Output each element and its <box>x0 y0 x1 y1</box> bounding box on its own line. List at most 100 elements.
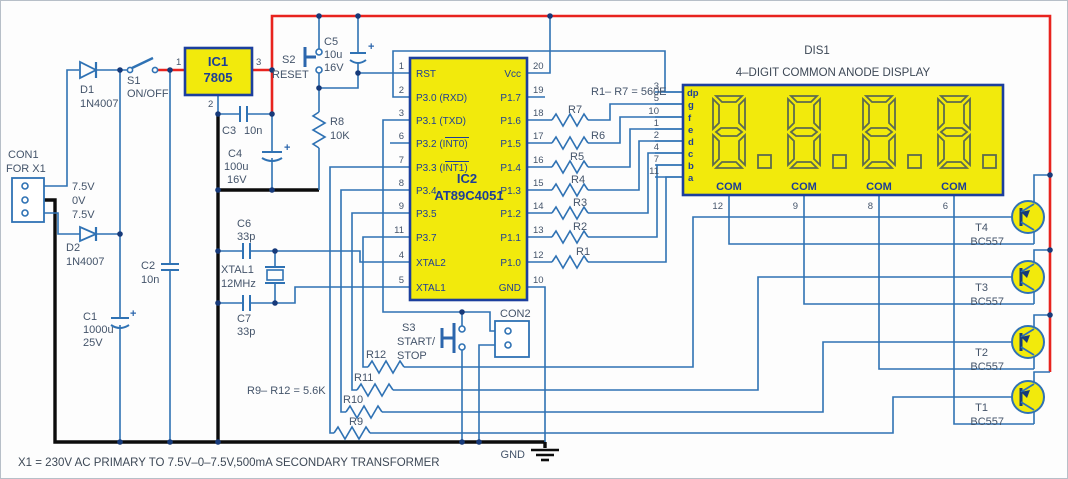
resistor-r1-icon <box>551 254 589 270</box>
c3-name-label: C3 <box>222 125 236 137</box>
ic2-pin-label: P3.2 (INT0) <box>416 139 468 150</box>
resistor-r6-icon <box>551 135 589 151</box>
r2-label: R2 <box>573 221 587 233</box>
xtal1-crystal-icon <box>265 266 285 284</box>
com-pin-number: 12 <box>712 201 723 212</box>
ic2-pin-label: P1.2 <box>500 209 521 220</box>
s3-start-label: START/ <box>397 336 436 348</box>
r9-label: R9 <box>349 416 363 428</box>
s1-switch-icon <box>126 56 159 74</box>
junction-dots <box>117 13 1053 445</box>
t4-name-label: T4 <box>975 222 988 234</box>
resistor-r3-icon <box>551 205 589 221</box>
com-label: COM <box>866 181 892 193</box>
ic2-pin-number: 8 <box>399 178 404 189</box>
c6-name-label: C6 <box>237 218 251 230</box>
t2-name-label: T2 <box>975 347 988 359</box>
ic2-pin-label: RST <box>416 69 436 80</box>
c4-capacitor-icon <box>261 151 283 162</box>
ic1-pin3-number: 3 <box>256 57 261 68</box>
r8-value-label: 10K <box>330 130 350 142</box>
r4-label: R4 <box>571 174 585 186</box>
c7-capacitor-icon <box>242 295 251 311</box>
seg-letter: g <box>688 100 694 111</box>
seg-letter: e <box>688 125 693 136</box>
seg-pin-number: 10 <box>648 106 659 117</box>
com-label: COM <box>716 181 742 193</box>
con1-connector <box>11 177 45 223</box>
dis1-name-label: DIS1 <box>804 45 830 57</box>
com-pin-number: 6 <box>943 201 948 212</box>
c3-capacitor-icon <box>239 106 248 122</box>
ic2-pin-number: 2 <box>399 85 404 96</box>
com-label: COM <box>941 181 967 193</box>
r11-label: R11 <box>354 372 373 384</box>
d1-diode-icon <box>79 60 99 80</box>
ic2-part-label: AT89C4051 <box>434 188 503 203</box>
t1-name-label: T1 <box>975 402 988 414</box>
resistor-r2-icon <box>551 229 589 245</box>
c1-value-label: 1000u <box>83 324 114 336</box>
r6-label: R6 <box>591 130 605 142</box>
s1-name-label: S1 <box>127 75 140 87</box>
c6-capacitor-icon <box>242 243 251 259</box>
c4-name-label: C4 <box>228 148 242 160</box>
ic2-pin-label: P3.3 (INT1) <box>416 163 468 174</box>
r1-label: R1 <box>576 246 590 258</box>
c5-capacitor-icon <box>349 52 367 64</box>
ic1-name-label: IC1 <box>208 54 228 69</box>
ic2-pin-number: 10 <box>533 275 544 286</box>
c3-value-label: 10n <box>244 125 262 137</box>
c1-capacitor-icon <box>110 317 130 329</box>
con1-v2-label: 0V <box>72 195 86 207</box>
seg-letter: c <box>688 149 693 160</box>
ic2-pin-label: P1.3 <box>500 186 521 197</box>
con2-label: CON2 <box>500 308 531 320</box>
d1-name-label: D1 <box>80 84 94 96</box>
con2-connector <box>494 320 530 358</box>
wire-routing <box>44 16 1050 442</box>
transistor-t2 <box>1011 325 1045 359</box>
resistor-r7-icon <box>551 112 589 128</box>
t4-part-label: BC557 <box>970 236 1004 248</box>
d2-part-label: 1N4007 <box>66 256 105 268</box>
t2-part-label: BC557 <box>970 361 1004 373</box>
ic2-pin-label: P1.1 <box>500 233 521 244</box>
seg-letter: a <box>688 173 694 184</box>
c2-value-label: 10n <box>141 274 159 286</box>
ic2-pin-number: 9 <box>399 201 404 212</box>
c4-polarity: + <box>284 142 290 154</box>
seg-pin-number: 3 <box>654 81 659 92</box>
transformer-note: X1 = 230V AC PRIMARY TO 7.5V–0–7.5V,500m… <box>18 457 440 469</box>
ic2-pin-number: 1 <box>399 61 404 72</box>
com-pin-number: 9 <box>793 201 798 212</box>
con1-v3-label: 7.5V <box>72 209 95 221</box>
seg-pin-number: 2 <box>654 130 659 141</box>
ic2-pin-number: 14 <box>533 201 544 212</box>
seg-letter: f <box>688 113 692 124</box>
ic2-name-label: IC2 <box>457 171 477 186</box>
d2-diode-icon <box>79 225 99 243</box>
ic2-pin-label: P3.4 <box>416 186 437 197</box>
r12-label: R12 <box>366 349 386 361</box>
seg-pin-number: 4 <box>654 142 659 153</box>
seg-letter: dp <box>687 88 699 99</box>
pnp-arrow-icon <box>1021 335 1030 343</box>
ic2-pin-number: 13 <box>533 225 544 236</box>
resistor-r4-icon <box>551 182 589 198</box>
ic2-pin-label: P1.0 <box>500 258 521 269</box>
ic2-pin-number: 19 <box>533 85 544 96</box>
ic2-pin-label: Vcc <box>504 69 521 80</box>
xtal-value-label: 12MHz <box>221 278 256 290</box>
earth-ground-icon <box>531 448 559 462</box>
resistor-r10-icon <box>345 404 383 420</box>
ground-rails <box>44 114 559 462</box>
con1-sub-label: FOR X1 <box>6 163 46 175</box>
ic2-pin-label: P1.5 <box>500 139 521 150</box>
gnd-label: GND <box>501 449 526 461</box>
r8-name-label: R8 <box>330 116 344 128</box>
ic2-pin-label: P3.7 <box>416 233 437 244</box>
c4-value-label: 100u <box>224 161 248 173</box>
transistor-t4 <box>1011 200 1045 234</box>
